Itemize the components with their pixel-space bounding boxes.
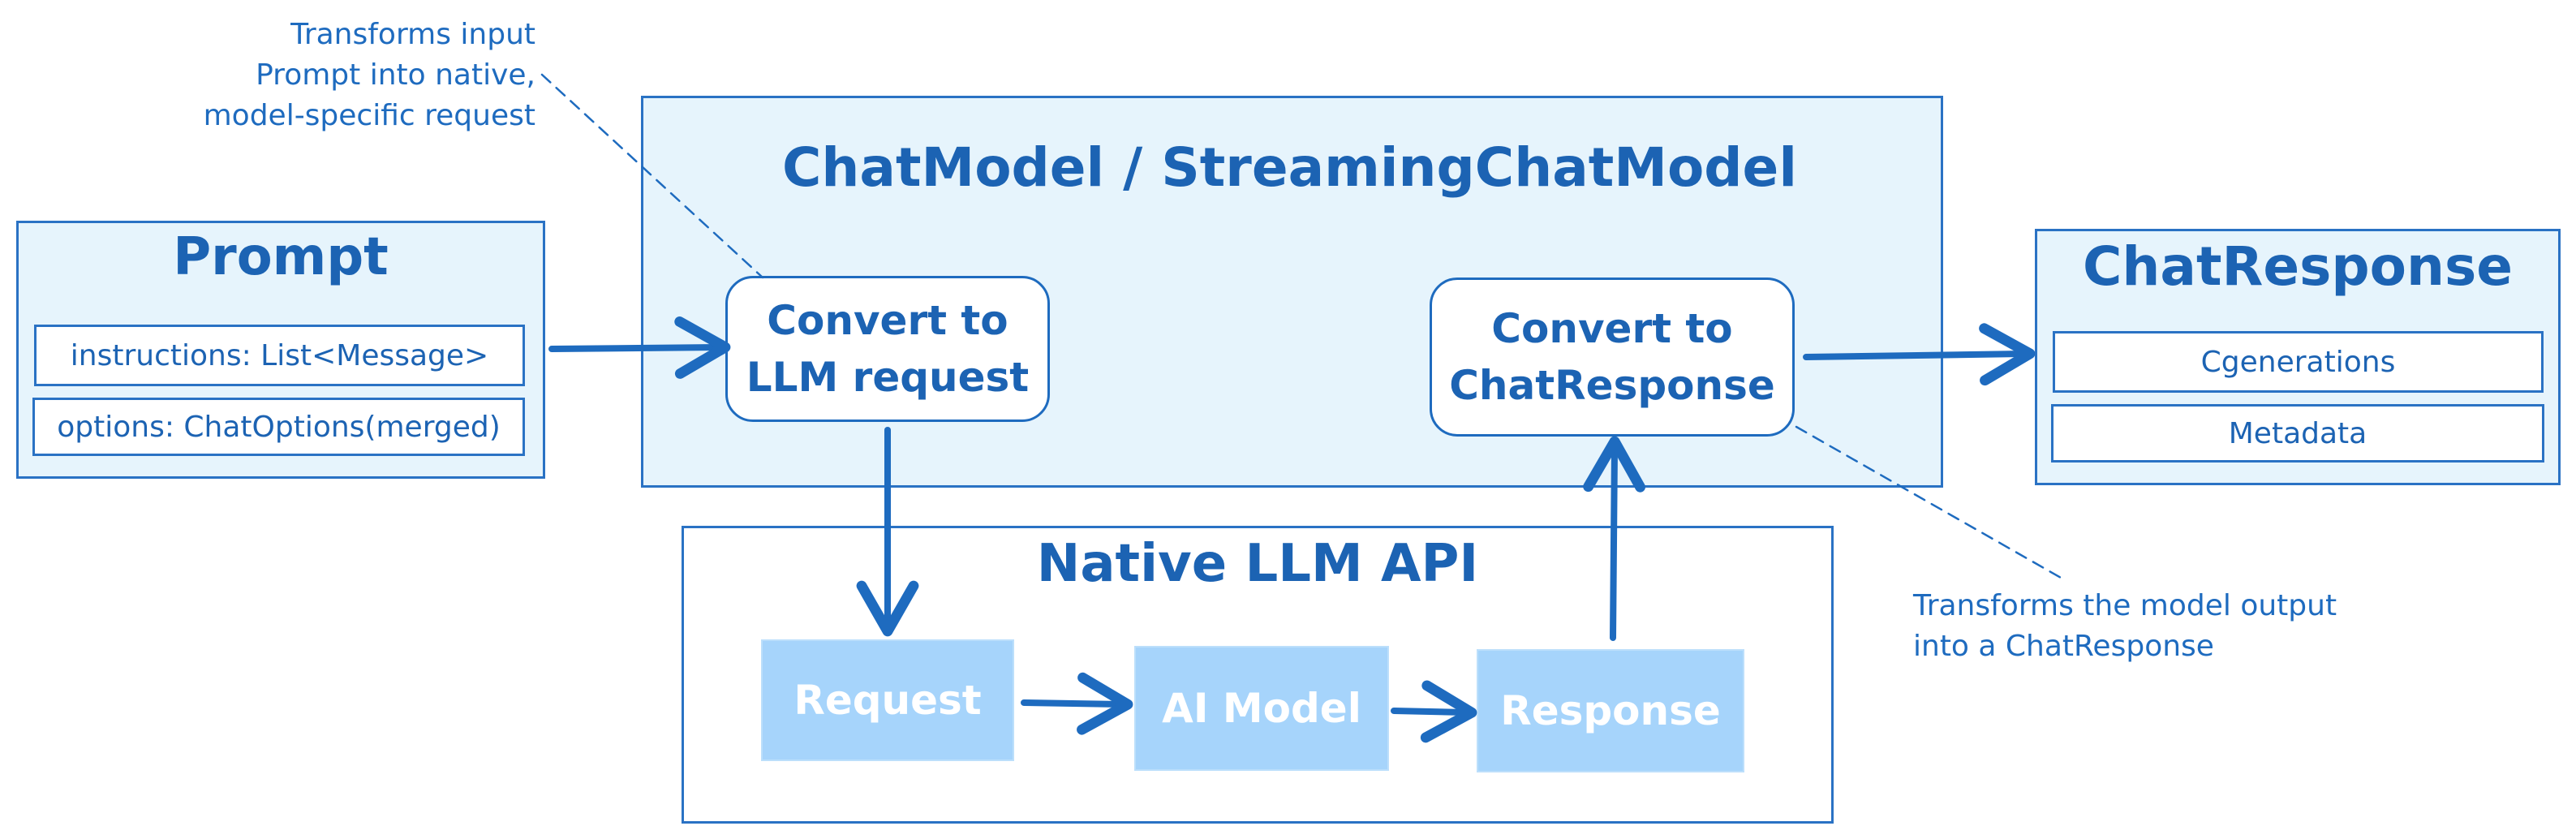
prompt-title: Prompt bbox=[173, 227, 389, 287]
dashed-leader-response-note bbox=[1795, 425, 2062, 579]
arrow-convert-response-to-chatresponse bbox=[1803, 323, 2036, 386]
convert-to-chatresponse-node: Convert to ChatResponse bbox=[1430, 278, 1795, 437]
arrow-response-to-convert-response bbox=[1583, 436, 1645, 641]
request-block: Request bbox=[761, 639, 1014, 761]
convert-to-llm-request-node: Convert to LLM request bbox=[725, 276, 1050, 422]
chat-model-title: ChatModel / StreamingChatModel bbox=[782, 136, 1797, 199]
chat-response-field-metadata: Metadata bbox=[2051, 404, 2544, 463]
dashed-leader-request-note bbox=[540, 73, 764, 279]
response-transform-note: Transforms the model output into a ChatR… bbox=[1913, 589, 2337, 663]
arrow-prompt-to-convert-request bbox=[548, 316, 731, 379]
prompt-field-instructions: instructions: List<Message> bbox=[34, 325, 525, 386]
chat-response-title: ChatResponse bbox=[2083, 235, 2513, 298]
native-llm-api-title: Native LLM API bbox=[1036, 534, 1479, 594]
arrow-ai-model-to-response bbox=[1391, 680, 1477, 743]
ai-model-block: AI Model bbox=[1134, 646, 1389, 771]
chat-response-field-generations: Cgenerations bbox=[2053, 331, 2544, 393]
arrow-request-to-ai-model bbox=[1021, 672, 1133, 735]
response-block: Response bbox=[1477, 649, 1744, 772]
prompt-field-options: options: ChatOptions(merged) bbox=[32, 398, 525, 456]
request-transform-note: Transforms input Prompt into native, mod… bbox=[203, 18, 535, 132]
